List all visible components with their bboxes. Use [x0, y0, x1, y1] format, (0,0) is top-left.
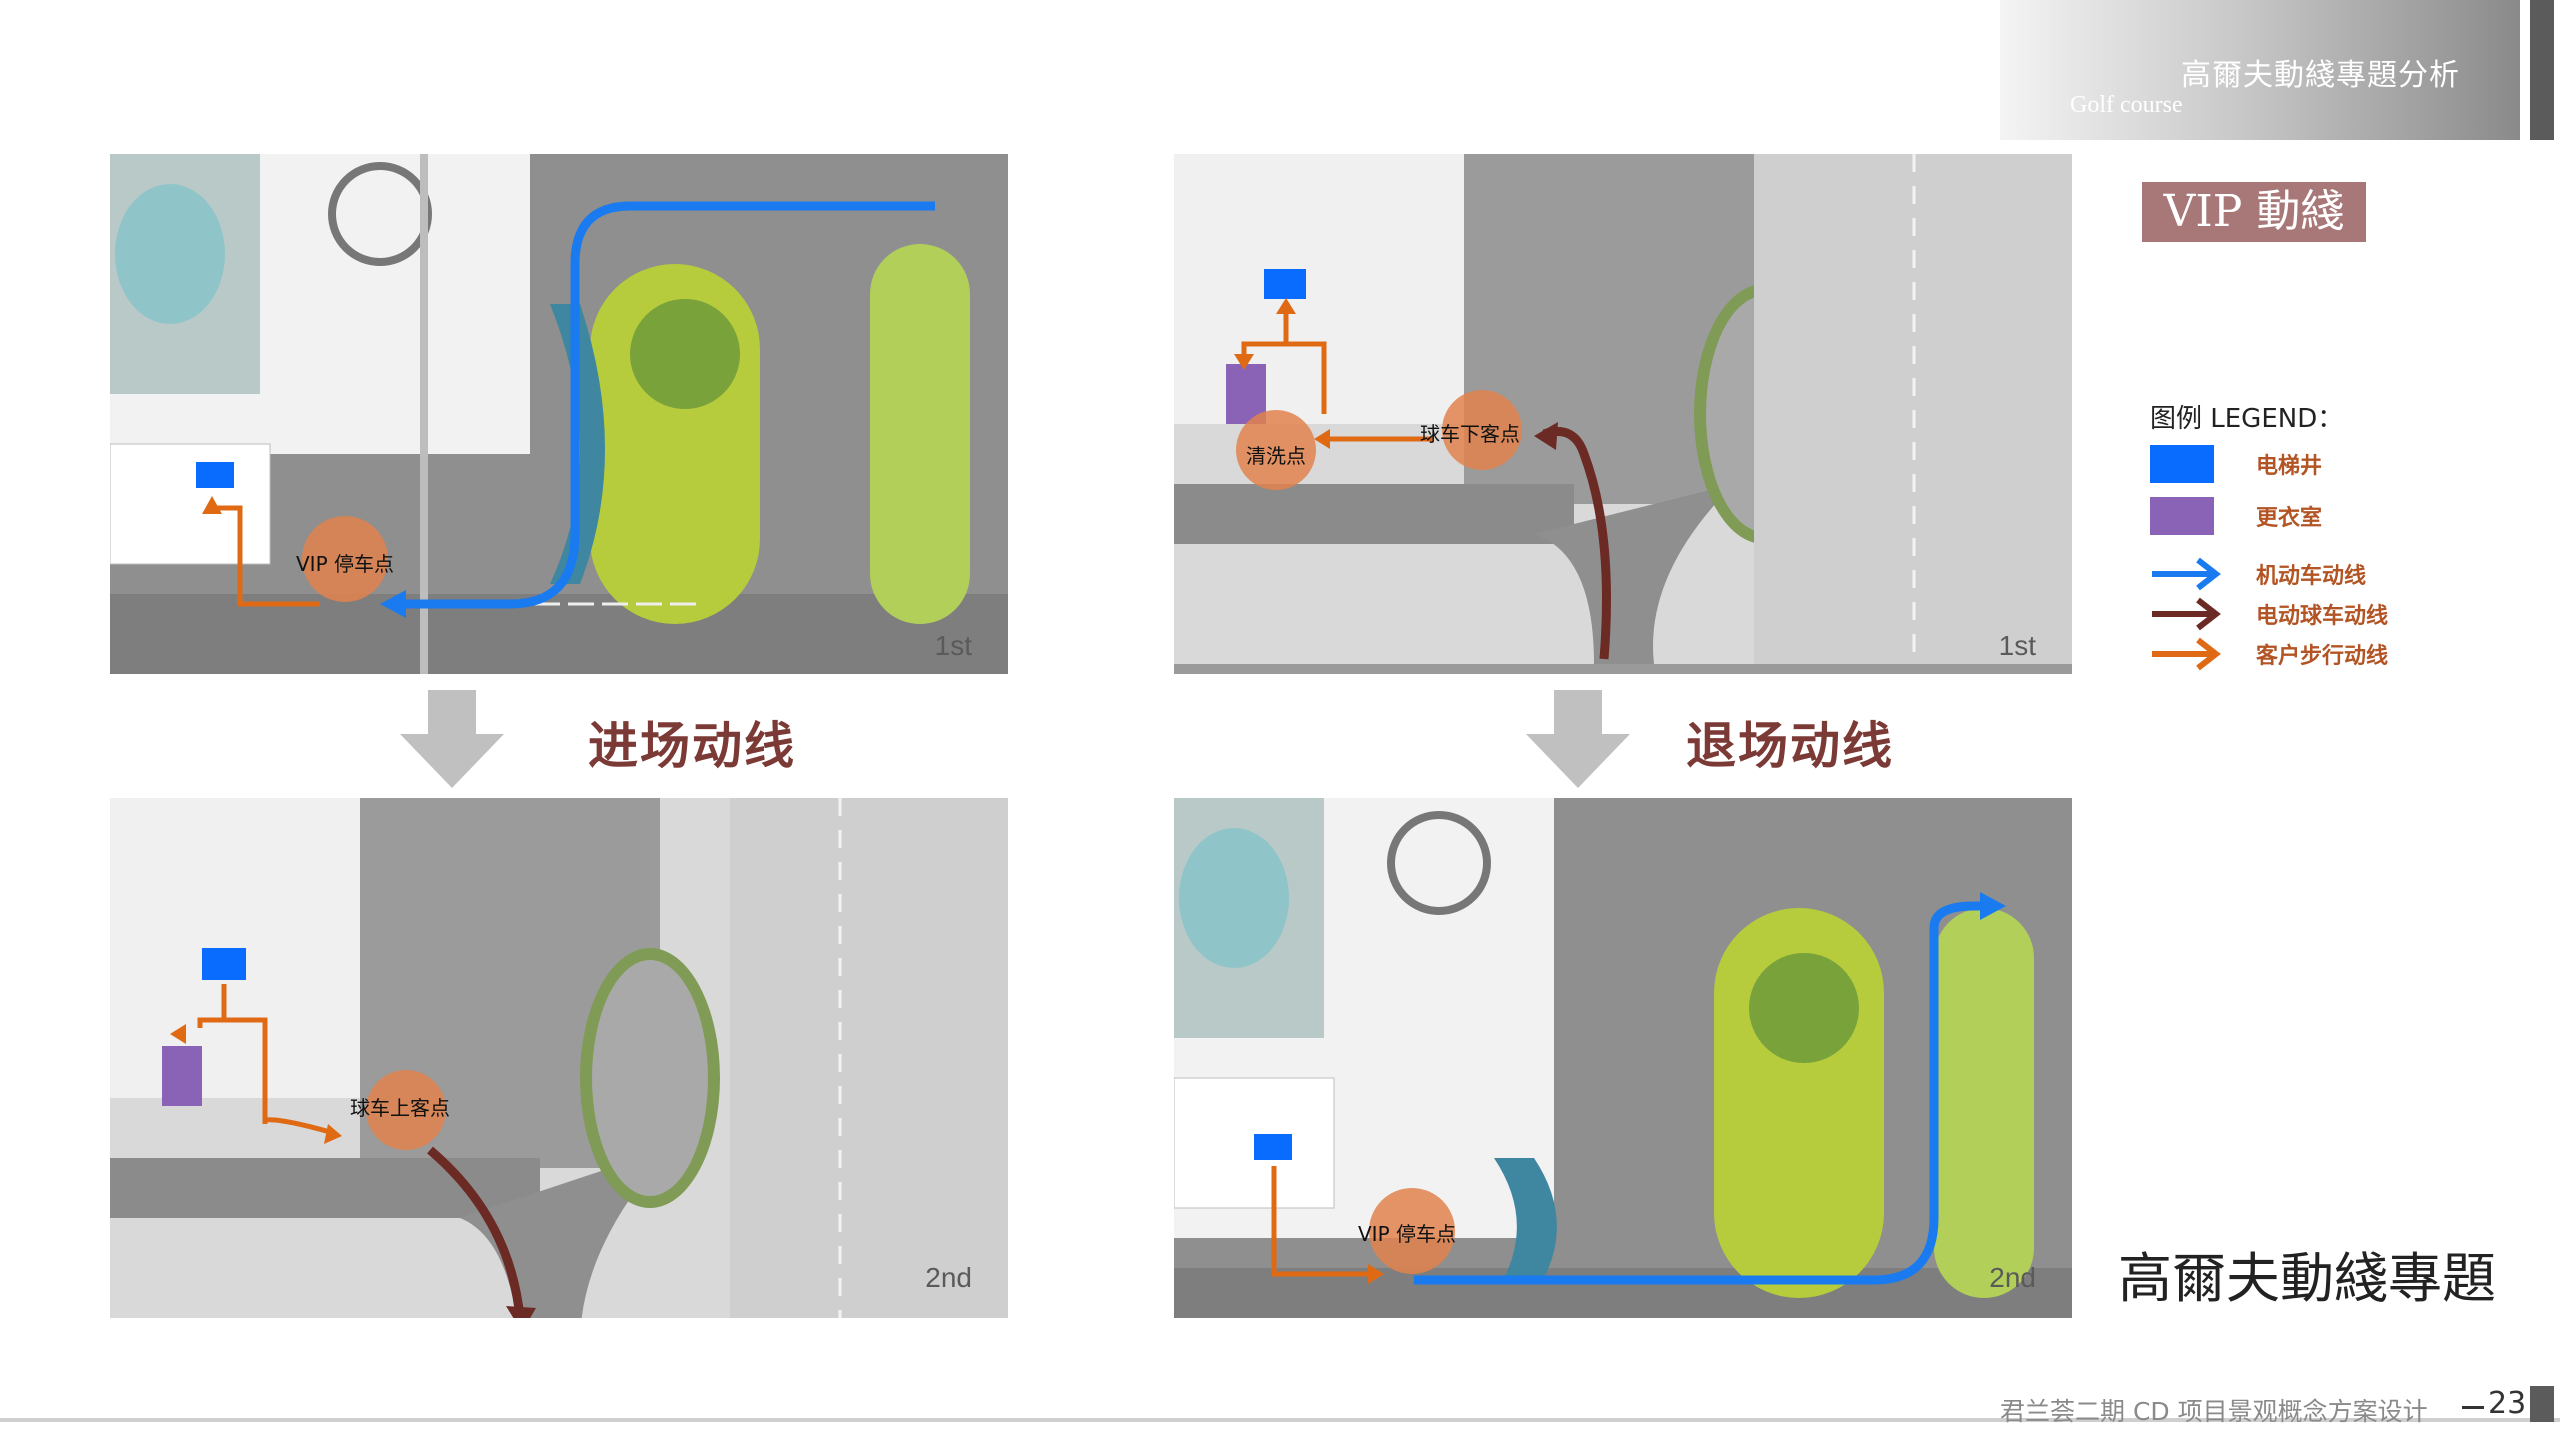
- footer-accent-block: [2530, 1386, 2554, 1422]
- map-exit-2f-drawing: [1174, 798, 2072, 1318]
- legend-item-locker: 更衣室: [2150, 496, 2322, 536]
- down-arrow-icon: [1526, 690, 1630, 788]
- legend-label: 机动车动线: [2256, 564, 2367, 589]
- footer-rule: [0, 1418, 2560, 1422]
- vip-route-tag: VIP 動綫: [2142, 182, 2366, 242]
- map-exit-1f-drawing: [1174, 154, 2072, 664]
- cart-dropoff-label: 球车下客点: [1420, 422, 1520, 446]
- orange-arrow-icon: [2152, 637, 2221, 671]
- legend-item-walk-route: 客户步行动线: [2150, 634, 2388, 674]
- footer-project-name: 君兰荟二期 CD 项目景观概念方案设计: [2000, 1397, 2428, 1426]
- header-accent-bar: [2530, 0, 2554, 140]
- header-title: 高爾夫動綫專題分析: [2181, 58, 2460, 93]
- map-entry-2f-drawing: [110, 798, 1008, 1318]
- cart-pickup-label: 球车上客点: [350, 1096, 450, 1120]
- legend-item-elevator: 电梯井: [2150, 444, 2322, 484]
- legend-label: 更衣室: [2256, 506, 2323, 531]
- entry-section-title: 进场动线: [588, 717, 796, 775]
- wash-point-label: 清洗点: [1246, 444, 1306, 468]
- legend-item-cart-route: 电动球车动线: [2150, 594, 2388, 634]
- exit-section-title: 退场动线: [1686, 717, 1894, 775]
- brown-arrow-icon: [2152, 597, 2221, 631]
- legend-label: 电梯井: [2256, 454, 2323, 479]
- legend-title: 图例 LEGEND：: [2150, 404, 2344, 434]
- legend-item-vehicle-route: 机动车动线: [2150, 554, 2366, 594]
- floor-label: 1st: [934, 630, 972, 661]
- floor-label: 2nd: [925, 1262, 972, 1293]
- floor-label: 2nd: [1989, 1262, 2036, 1293]
- map-entry-1f-drawing: [110, 154, 1008, 674]
- floor-label: 1st: [1998, 630, 2036, 661]
- locker-swatch: [2150, 497, 2214, 535]
- map-exit-2f: VIP 停车点 2nd: [1174, 798, 2072, 1318]
- map-entry-2f: 球车上客点 2nd: [110, 798, 1008, 1318]
- page-number: 23: [2488, 1386, 2527, 1421]
- vip-parking-label: VIP 停车点: [1358, 1222, 1456, 1246]
- map-entry-1f: VIP 停车点 1st: [110, 154, 1008, 674]
- blue-arrow-icon: [2152, 557, 2221, 591]
- header-band: 高爾夫動綫專題分析 Golf course: [2000, 0, 2520, 140]
- topic-title: 高爾夫動綫專題: [2118, 1247, 2496, 1310]
- footer-dash: [2462, 1406, 2484, 1409]
- header-subtitle: Golf course: [2070, 92, 2183, 118]
- elevator-swatch: [2150, 445, 2214, 483]
- map-exit-1f: 清洗点 球车下客点 1st: [1174, 154, 2072, 674]
- legend-label: 客户步行动线: [2256, 644, 2389, 669]
- vip-parking-label: VIP 停车点: [296, 552, 394, 576]
- down-arrow-icon: [400, 690, 504, 788]
- legend-label: 电动球车动线: [2256, 604, 2389, 629]
